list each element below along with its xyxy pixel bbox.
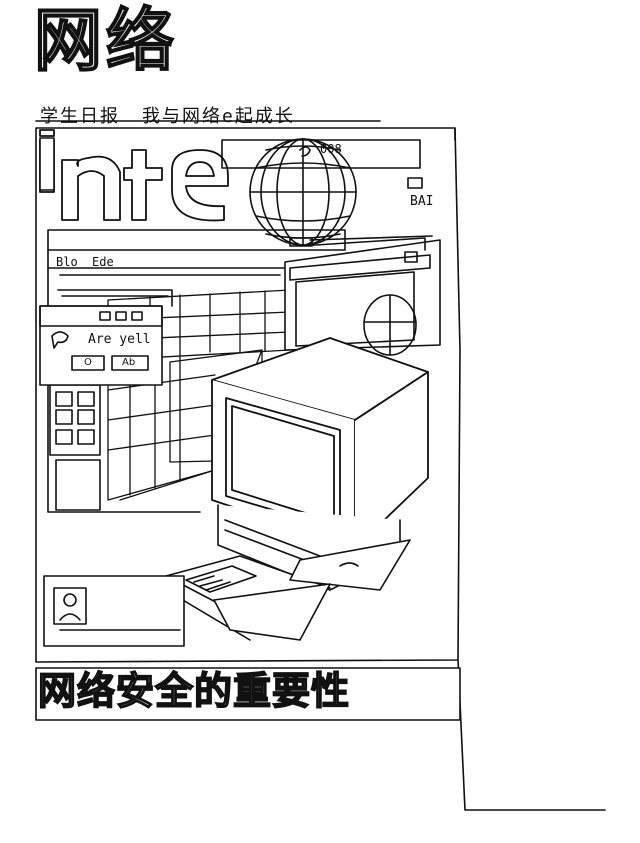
page-frame	[35, 127, 461, 663]
avatar-icon	[63, 593, 77, 607]
page-frame-extension	[454, 127, 606, 811]
stacked-windows	[284, 235, 441, 351]
dialog-box	[39, 289, 173, 386]
banner-i-stem	[39, 137, 55, 191]
top-tab-label: 008	[320, 142, 342, 156]
side-tag-label: BAI	[410, 194, 434, 209]
phone-icon	[299, 146, 311, 157]
window-menu-2[interactable]: Ede	[92, 255, 114, 269]
dialog-text: Are yell	[88, 332, 151, 347]
dialog-button-ok	[71, 355, 105, 371]
paper-sheet	[289, 539, 411, 591]
globe-icon	[249, 138, 357, 246]
tool-palette	[49, 384, 101, 511]
crt-monitor	[211, 337, 429, 581]
banner-letters	[39, 129, 229, 222]
small-box	[407, 177, 423, 189]
dialog-button-abort	[111, 355, 149, 371]
bottom-title-box	[35, 667, 461, 721]
paper-sheet-2	[213, 583, 331, 641]
dialog-button-abort-label[interactable]: Ab	[122, 357, 136, 368]
user-card	[43, 575, 185, 647]
dialog-button-ok-label[interactable]: O	[84, 357, 92, 368]
window-menu-1[interactable]: Blo	[56, 255, 78, 269]
disc-icon	[363, 294, 417, 356]
section-title: 网络安全的重要性	[37, 669, 351, 713]
speech-bubble-icon	[51, 331, 69, 349]
page-title: 网络	[33, 2, 179, 81]
top-tab	[221, 139, 421, 169]
